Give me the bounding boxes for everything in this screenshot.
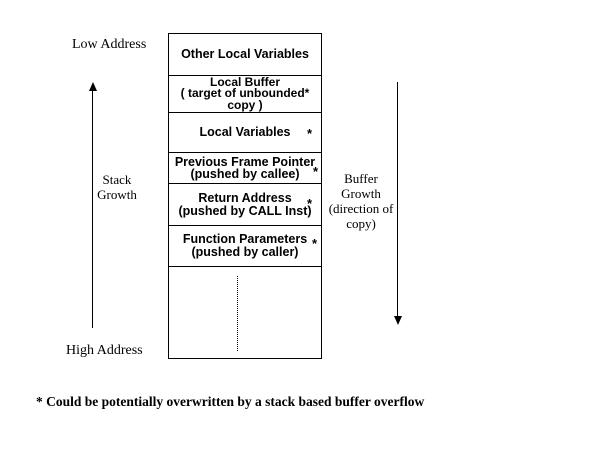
overwrite-asterisk: * (306, 196, 312, 211)
footnote: * Could be potentially overwritten by a … (36, 394, 425, 409)
row-return-address: Return Address (pushed by CALL Inst) * (169, 184, 321, 226)
row-local-variables: Local Variables * (169, 113, 321, 153)
row-label: Previous Frame Pointer (174, 154, 316, 169)
row-local-buffer: Local Buffer ( target of unbounded* copy… (169, 76, 321, 113)
buffer-growth-arrow (397, 82, 398, 317)
buffer-growth-line1: Buffer (344, 171, 378, 186)
row-label: Function Parameters (182, 232, 308, 246)
overwrite-asterisk: * (306, 126, 312, 141)
low-address-label: Low Address (72, 37, 147, 52)
row-label: Return Address (198, 190, 292, 205)
stack-growth-arrow (92, 90, 93, 328)
row-sublabel: (pushed by callee) (190, 167, 300, 181)
stack-growth-label: Stack Growth (88, 172, 146, 202)
stack-frame-box: Other Local Variables Local Buffer ( tar… (168, 33, 322, 359)
overwrite-asterisk: * (311, 236, 317, 251)
high-address-label: High Address (66, 343, 143, 358)
row-sublabel: copy ) (227, 97, 263, 112)
row-sublabel: (pushed by CALL Inst) (178, 203, 312, 218)
buffer-growth-label: Buffer Growth (direction of copy) (320, 171, 402, 231)
buffer-growth-line3: (direction of (328, 201, 394, 216)
buffer-growth-line4: copy) (346, 216, 376, 231)
row-sublabel: ( target of unbounded* (180, 86, 310, 101)
stack-growth-line2: Growth (97, 187, 137, 202)
row-stack-continuation (169, 267, 321, 358)
row-label: Local Buffer (209, 76, 280, 89)
overwrite-asterisk: * (312, 164, 318, 179)
row-label: Other Local Variables (181, 47, 309, 61)
row-function-parameters: Function Parameters (pushed by caller) * (169, 226, 321, 267)
stack-growth-arrowhead-icon (89, 82, 97, 91)
buffer-growth-arrowhead-icon (394, 316, 402, 325)
row-sublabel: (pushed by caller) (191, 245, 299, 259)
row-previous-frame-pointer: Previous Frame Pointer (pushed by callee… (169, 153, 321, 184)
continuation-dotted-line (237, 276, 238, 351)
buffer-growth-line2: Growth (341, 186, 381, 201)
stack-growth-line1: Stack (102, 172, 132, 187)
row-label: Local Variables (199, 125, 291, 139)
row-other-local-variables: Other Local Variables (169, 34, 321, 76)
